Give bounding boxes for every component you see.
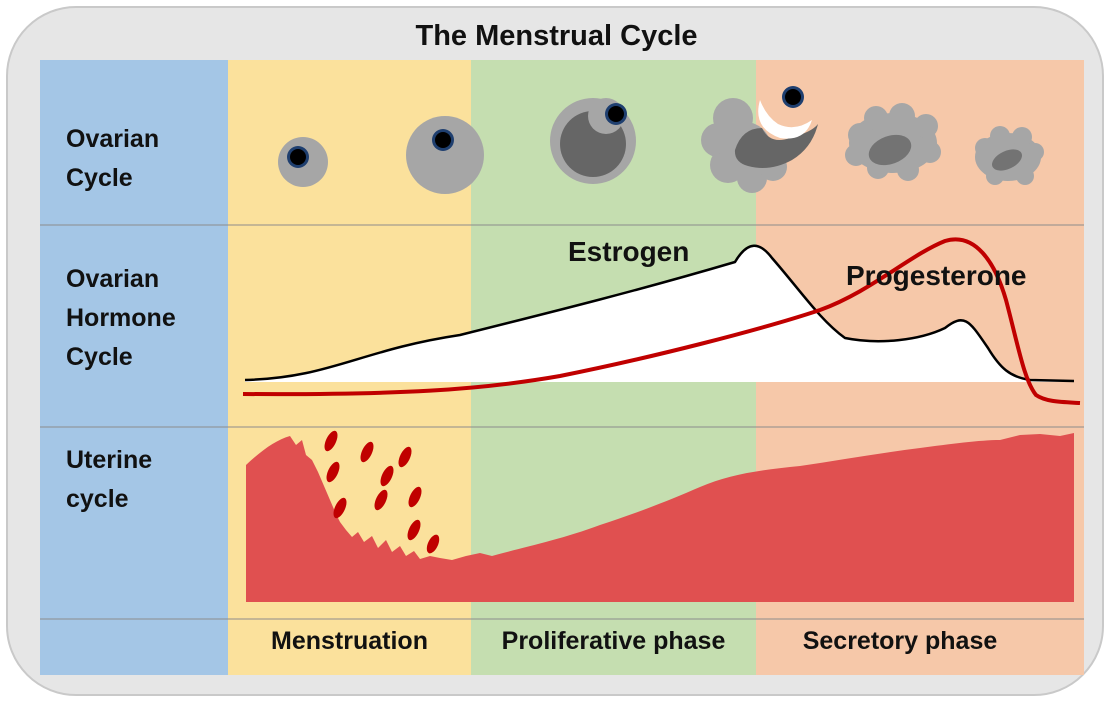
follicle-mature [550, 98, 636, 184]
diagram-title: The Menstrual Cycle [0, 20, 1113, 53]
follicle-secondary [406, 116, 484, 194]
proliferative-phase-label: Proliferative phase [471, 627, 756, 656]
estrogen-label: Estrogen [568, 236, 689, 268]
row-label-line: Cycle [66, 338, 176, 377]
row-label-line: Ovarian [66, 120, 159, 159]
uterine-cycle-label: Uterine cycle [66, 441, 152, 519]
row-label-line: Hormone [66, 299, 176, 338]
row-label-line: Cycle [66, 159, 159, 198]
progesterone-label: Progesterone [846, 260, 1027, 292]
row-label-line: cycle [66, 480, 152, 519]
row-label-line: Uterine [66, 441, 152, 480]
menstruation-label: Menstruation [228, 627, 471, 656]
follicle-primary [278, 137, 328, 187]
secretory-phase-label: Secretory phase [756, 627, 1044, 656]
hormone-cycle-label: Ovarian Hormone Cycle [66, 260, 176, 377]
row-label-line: Ovarian [66, 260, 176, 299]
ovarian-cycle-label: Ovarian Cycle [66, 120, 159, 198]
